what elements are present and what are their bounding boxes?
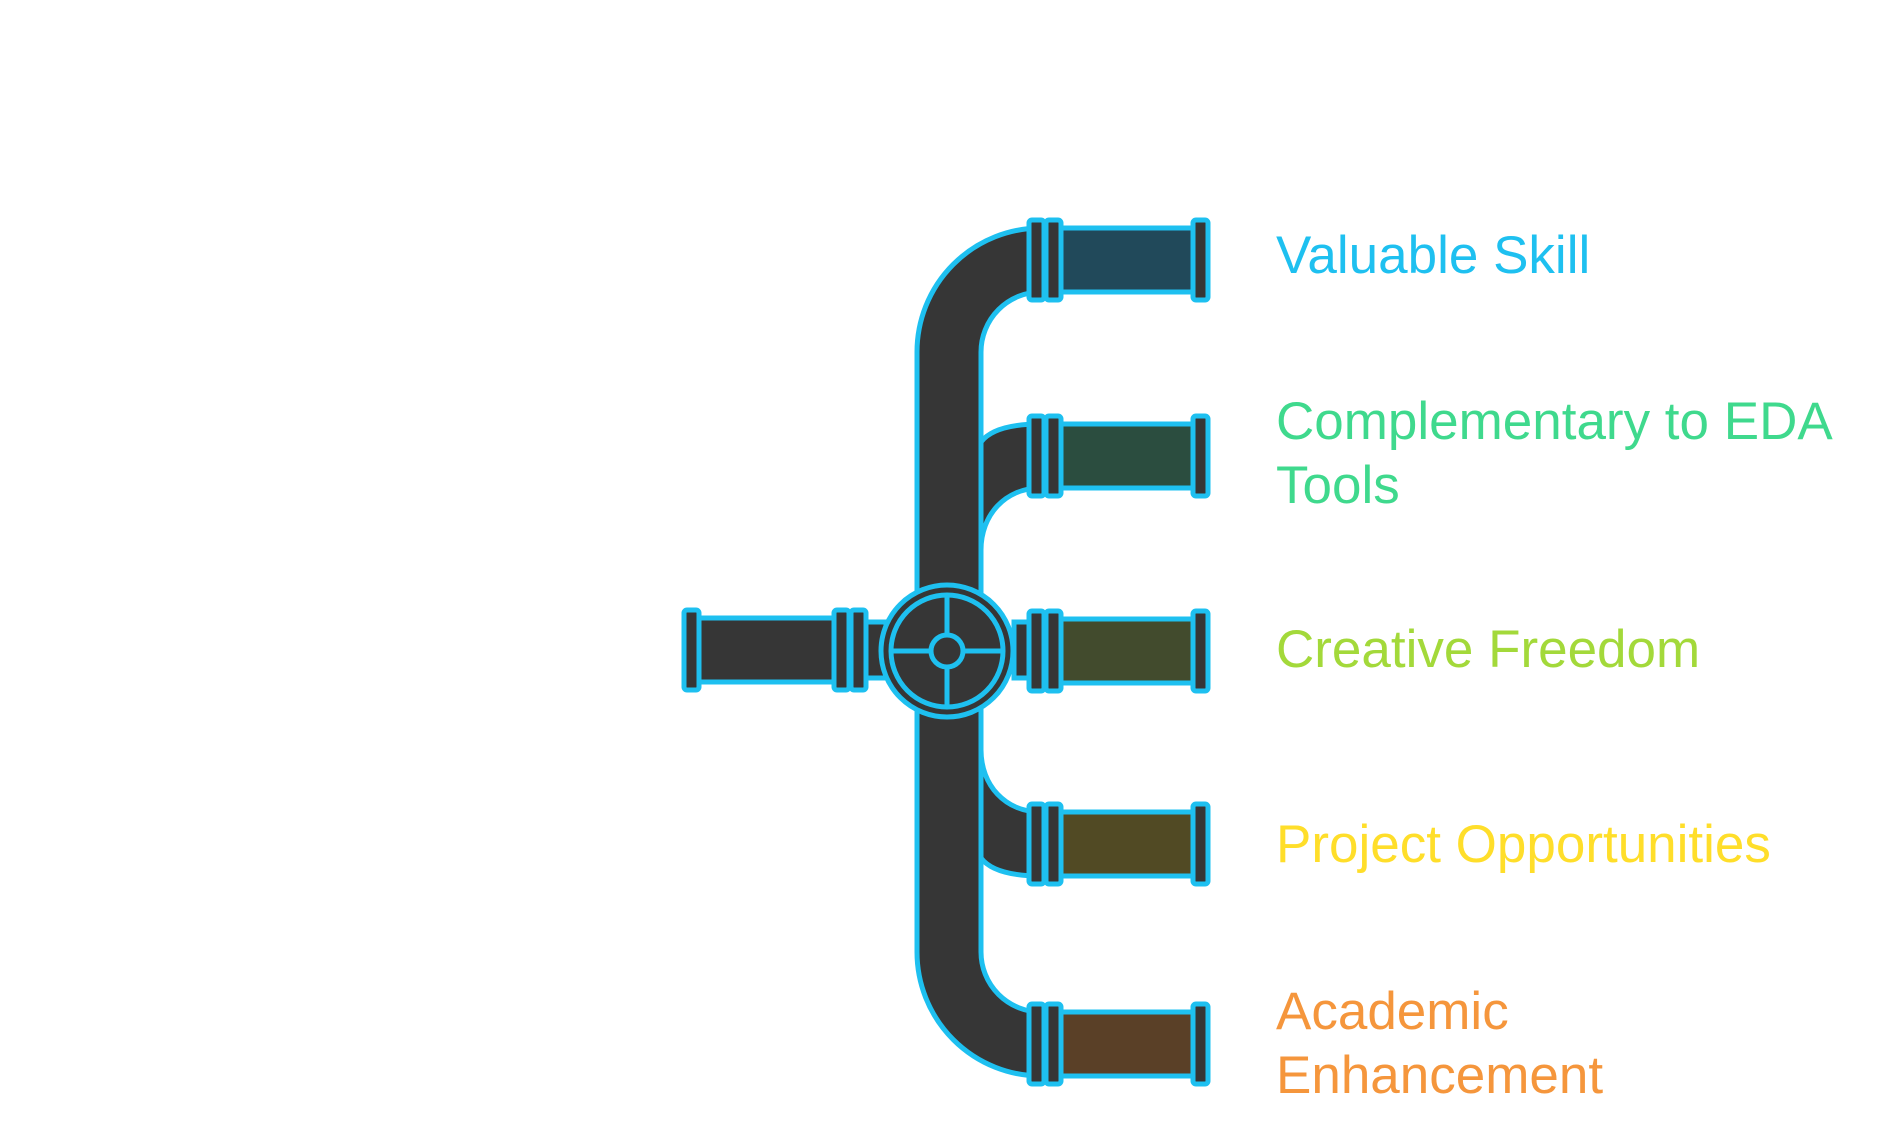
output-pipe-flange-b-2 — [1043, 413, 1064, 499]
output-pipe-flange-a-5 — [1026, 1001, 1047, 1087]
branch-label-valuable-skill: Valuable Skill — [1276, 226, 1591, 285]
branch-label-complementary-to-eda-tools: Complementary to EDA Tools — [1276, 392, 1833, 515]
output-pipe-flange-b-4 — [1043, 801, 1064, 887]
output-pipe-flange-a-2 — [1026, 413, 1047, 499]
output-pipe-end-flange-2 — [1190, 413, 1211, 499]
output-pipe-flange-b-5 — [1043, 1001, 1064, 1087]
output-pipe-4 — [1056, 809, 1196, 879]
output-pipe-3 — [1056, 616, 1196, 686]
output-pipe-2 — [1056, 421, 1196, 491]
output-pipe-1 — [1056, 225, 1196, 295]
input-pipe — [696, 615, 837, 685]
branch-label-creative-freedom: Creative Freedom — [1276, 620, 1701, 679]
output-pipe-flange-b-3 — [1043, 608, 1064, 694]
output-pipe-5 — [1056, 1009, 1196, 1079]
input-pipe-flange-a — [831, 607, 852, 693]
output-pipe-end-flange-5 — [1190, 1001, 1211, 1087]
output-pipes — [1026, 217, 1211, 1087]
output-pipe-flange-a-3 — [1026, 608, 1047, 694]
branch-label-academic-enhancement: Academic Enhancement — [1276, 982, 1604, 1105]
output-pipe-end-flange-1 — [1190, 217, 1211, 303]
branch-label-project-opportunities: Project Opportunities — [1276, 815, 1771, 874]
output-pipe-flange-b-1 — [1043, 217, 1064, 303]
input-pipe-end-flange — [681, 607, 702, 693]
output-pipe-end-flange-4 — [1190, 801, 1211, 887]
valve-wheel-icon — [878, 582, 1016, 720]
output-pipe-end-flange-3 — [1190, 608, 1211, 694]
output-pipe-flange-a-1 — [1026, 217, 1047, 303]
output-pipe-flange-a-4 — [1026, 801, 1047, 887]
